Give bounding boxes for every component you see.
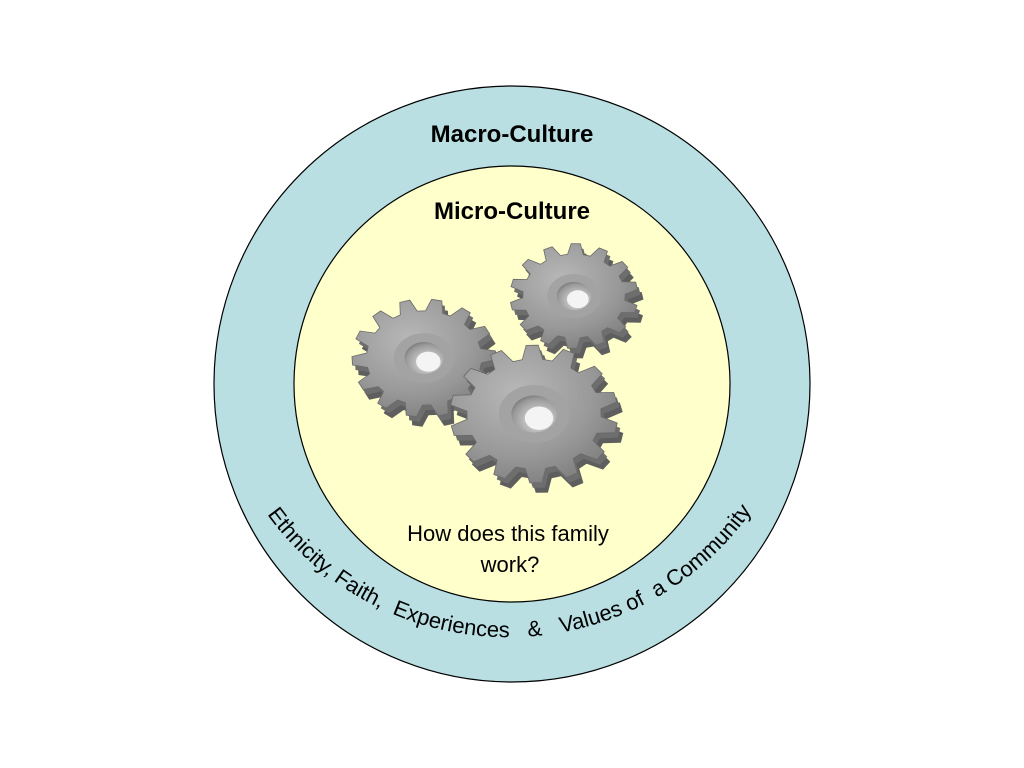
gear-top-right: [510, 243, 644, 359]
family-question-line1: How does this family: [407, 521, 609, 546]
macro-culture-title: Macro-Culture: [431, 121, 594, 148]
family-question-line2: work?: [480, 552, 540, 577]
micro-culture-title: Micro-Culture: [434, 198, 590, 225]
gears-icon: [351, 243, 644, 493]
gear-bottom-center: [450, 344, 624, 493]
gear-left: [351, 298, 502, 427]
